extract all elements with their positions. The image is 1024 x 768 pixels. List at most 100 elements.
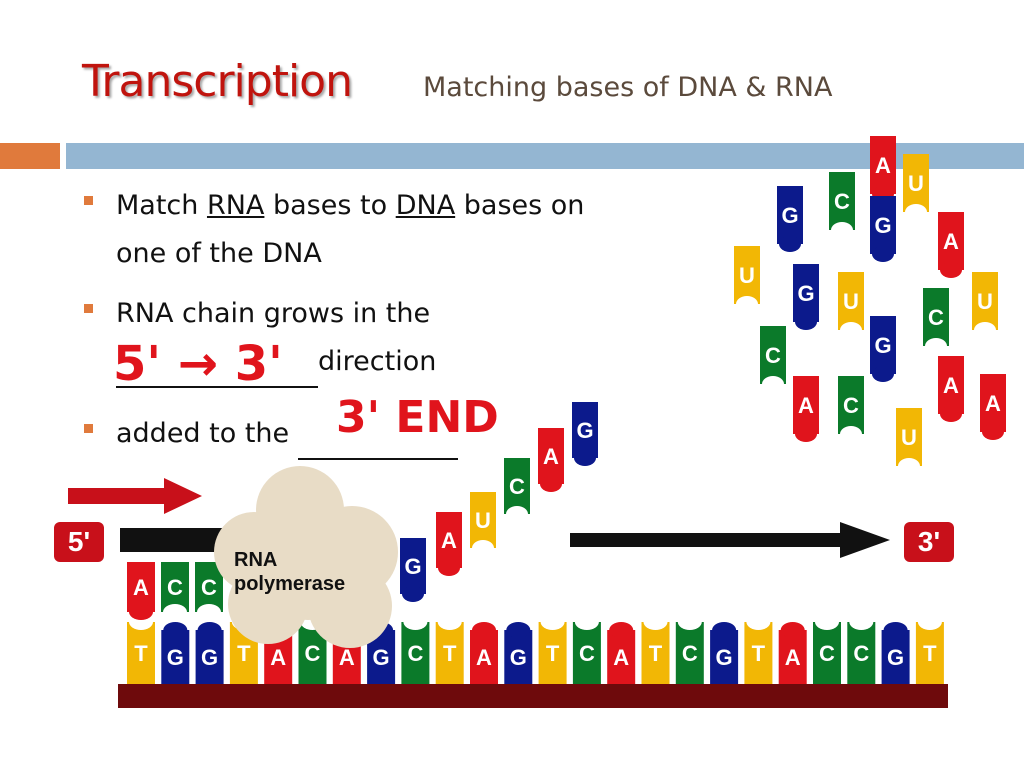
base-letter: A (943, 229, 959, 254)
free-nucleotide: U (903, 154, 929, 220)
base-letter: G (404, 554, 421, 579)
free-nucleotide: G (777, 186, 803, 252)
dna-base: C (572, 614, 601, 684)
dna-base: T (744, 614, 773, 684)
base-letter: G (874, 333, 891, 358)
rna-polymerase: RNA polymerase (212, 460, 412, 650)
rna-term: RNA (206, 190, 265, 221)
base-letter: A (613, 645, 629, 670)
header-accent-bar (0, 143, 60, 169)
label-3-prime: 3' (904, 522, 954, 562)
base-letter: A (339, 645, 355, 670)
base-letter: T (134, 641, 148, 666)
base-letter: C (167, 575, 183, 600)
free-nucleotide: A (793, 376, 819, 442)
answer-blank (297, 410, 458, 460)
base-letter: T (237, 641, 251, 666)
rna-base-chain: A (538, 428, 564, 492)
rna-base-paired: C (195, 562, 223, 620)
bullet-marker (84, 304, 93, 313)
rna-polymerase-label: RNA polymerase (234, 549, 346, 595)
base-letter: C (509, 474, 525, 499)
base-letter: T (752, 641, 766, 666)
bullet-marker (84, 196, 93, 205)
dna-base: C (847, 614, 876, 684)
dna-base: C (813, 614, 841, 684)
base-letter: C (853, 641, 869, 666)
base-letter: C (682, 641, 698, 666)
dna-base: G (881, 622, 910, 684)
base-letter: A (441, 528, 457, 553)
free-nucleotide: U (734, 246, 760, 312)
dna-base: T (127, 614, 155, 684)
dna-base: C (675, 614, 704, 684)
dna-base: G (195, 622, 224, 684)
base-letter: C (765, 343, 781, 368)
arrow-black-right (570, 522, 890, 563)
rna-base-chain: U (470, 492, 496, 556)
rna-base-paired: C (161, 562, 189, 620)
rna-base-chain: G (400, 538, 426, 602)
answer-end: 3' END (336, 392, 499, 443)
free-nucleotide: G (870, 316, 896, 382)
base-letter: C (843, 393, 859, 418)
dna-term: DNA (395, 190, 456, 221)
base-letter: G (373, 645, 390, 670)
free-nucleotide: G (793, 264, 819, 330)
free-nucleotide: A (870, 136, 896, 202)
free-nucleotide: A (938, 356, 964, 422)
bullet-marker (84, 424, 93, 433)
base-letter: U (977, 289, 993, 314)
base-letter: C (305, 641, 321, 666)
free-nucleotide: U (838, 272, 864, 338)
rna-base-chain: C (504, 458, 530, 522)
bullet-text: RNA chain grows in the direction (116, 290, 436, 388)
base-letter: T (649, 641, 663, 666)
dna-base: A (470, 622, 498, 684)
base-letter: U (739, 263, 755, 288)
free-nucleotide: C (838, 376, 864, 442)
dna-base: A (778, 622, 807, 684)
base-letter: A (798, 393, 814, 418)
dna-base: C (401, 614, 430, 684)
dna-base: T (538, 614, 567, 684)
arrow-red-direction (68, 478, 202, 519)
base-letter: U (901, 425, 917, 450)
base-letter: G (510, 645, 527, 670)
rna-base-paired: A (127, 562, 155, 620)
base-letter: T (923, 641, 937, 666)
base-letter: G (716, 645, 733, 670)
dna-base: T (435, 614, 464, 684)
dna-backbone-strand (118, 684, 948, 708)
dna-base: G (161, 622, 190, 684)
base-letter: G (797, 281, 814, 306)
free-nucleotide: G (870, 196, 896, 262)
free-nucleotide: C (829, 172, 855, 238)
free-nucleotide: C (923, 288, 949, 354)
free-nucleotide: U (896, 408, 922, 474)
base-letter: A (133, 575, 149, 600)
base-letter: A (270, 645, 286, 670)
dna-base: A (607, 622, 636, 684)
answer-blank (116, 338, 318, 388)
base-letter: C (579, 641, 595, 666)
free-nucleotide: C (760, 326, 786, 392)
header-divider-bar (66, 143, 1024, 169)
base-letter: U (843, 289, 859, 314)
free-nucleotide: A (980, 374, 1006, 440)
base-letter: U (475, 508, 491, 533)
base-letter: G (201, 645, 218, 670)
bullet-text: Match RNA bases to DNA bases on one of t… (116, 190, 585, 269)
base-letter: U (908, 171, 924, 196)
base-letter: C (834, 189, 850, 214)
label-5-prime: 5' (54, 522, 104, 562)
base-letter: T (443, 641, 457, 666)
dna-base: T (915, 614, 944, 684)
rna-base-chain: A (436, 512, 462, 576)
base-letter: A (985, 391, 1001, 416)
base-letter: C (819, 641, 835, 666)
free-nucleotide: U (972, 272, 998, 338)
base-letter: C (407, 641, 423, 666)
base-letter: C (928, 305, 944, 330)
